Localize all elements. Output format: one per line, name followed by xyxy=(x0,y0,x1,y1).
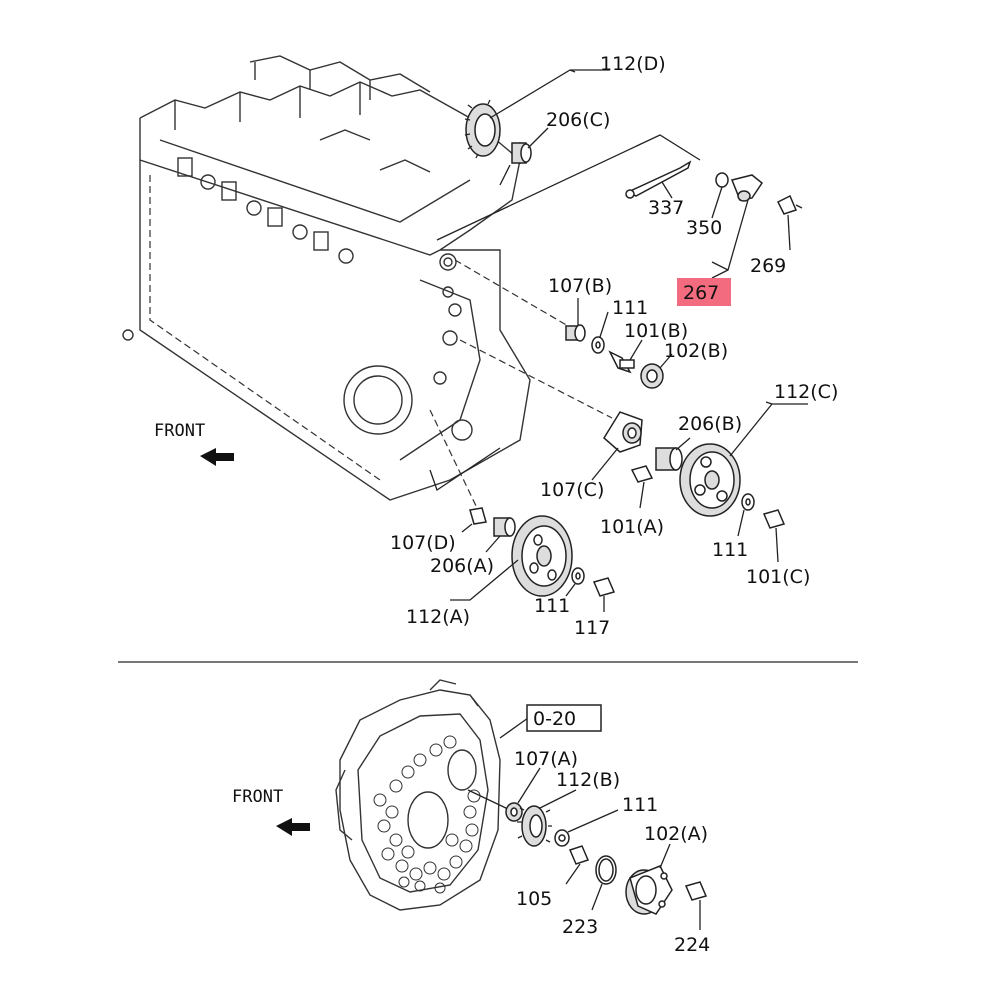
gear-112c xyxy=(679,401,808,517)
bush-206c xyxy=(511,127,549,164)
label-101a: 101(A) xyxy=(600,516,664,538)
label-101b: 101(B) xyxy=(624,320,688,342)
front-indicator-top: FRONT xyxy=(154,421,234,466)
label-101c: 101(C) xyxy=(746,566,810,588)
bush-206a xyxy=(485,517,516,553)
bush-107b xyxy=(565,298,586,342)
gear-112d xyxy=(464,69,610,159)
front-label-top: FRONT xyxy=(154,421,205,441)
label-350: 350 xyxy=(686,217,722,239)
label-111a: 111 xyxy=(612,297,648,319)
ref-box-frame xyxy=(526,704,602,732)
label-111d: 111 xyxy=(622,794,658,816)
bush-206b xyxy=(655,437,691,471)
label-107b: 107(B) xyxy=(548,275,612,297)
label-112b: 112(B) xyxy=(556,769,620,791)
label-117: 117 xyxy=(574,617,610,639)
bolt-101b xyxy=(608,339,643,374)
label-112d: 112(D) xyxy=(600,53,666,75)
label-224: 224 xyxy=(674,934,710,956)
bush-107c xyxy=(591,411,643,481)
front-arrow-top-icon xyxy=(200,448,234,466)
flywheel-housing xyxy=(335,679,501,911)
label-112a: 112(A) xyxy=(406,606,470,628)
oring-223 xyxy=(591,855,617,911)
label-111b: 111 xyxy=(712,539,748,561)
front-arrow-bottom-icon xyxy=(276,818,310,836)
pin-337 xyxy=(625,160,692,199)
washer-111a xyxy=(591,311,609,354)
bolt-101a xyxy=(630,465,654,509)
washer-111d xyxy=(554,809,619,847)
bolt-105 xyxy=(565,845,590,885)
label-107a: 107(A) xyxy=(514,748,578,770)
front-indicator-bottom: FRONT xyxy=(232,787,310,836)
label-223: 223 xyxy=(562,916,598,938)
bolt-224 xyxy=(684,881,708,930)
leader-lines-top xyxy=(429,134,701,511)
seal-102b xyxy=(640,353,673,389)
label-206b: 206(B) xyxy=(678,413,742,435)
label-112c: 112(C) xyxy=(774,381,838,403)
label-269: 269 xyxy=(750,255,786,277)
front-label-bottom: FRONT xyxy=(232,787,283,807)
ref-box-0-20[interactable]: 0-20 xyxy=(526,704,602,732)
bolt-269 xyxy=(776,194,803,251)
label-102a: 102(A) xyxy=(644,823,708,845)
gear-112a xyxy=(450,515,573,601)
bush-107a xyxy=(505,767,541,822)
bolt-117 xyxy=(592,577,616,612)
ref-label-0-20: 0-20 xyxy=(533,708,576,730)
leader-lines-bottom xyxy=(467,717,529,811)
washer-111b xyxy=(737,493,755,537)
label-267: 267 xyxy=(683,282,719,304)
label-107d: 107(D) xyxy=(390,532,456,554)
washer-111c xyxy=(565,567,585,597)
label-102b: 102(B) xyxy=(664,340,728,362)
label-337: 337 xyxy=(648,197,684,219)
label-206a: 206(A) xyxy=(430,555,494,577)
cover-102a xyxy=(625,843,673,915)
label-206c: 206(C) xyxy=(546,109,610,131)
highlight-267-box xyxy=(677,278,731,306)
highlight-267[interactable]: 267 xyxy=(677,278,731,306)
bush-107d xyxy=(461,507,487,533)
label-107c: 107(C) xyxy=(540,479,604,501)
label-105: 105 xyxy=(516,888,552,910)
engine-block xyxy=(122,55,531,501)
tensioner-267 xyxy=(711,174,764,279)
oring-350 xyxy=(711,172,729,219)
label-111c: 111 xyxy=(534,595,570,617)
gear-112b xyxy=(517,789,577,847)
bolt-101c xyxy=(762,509,786,563)
